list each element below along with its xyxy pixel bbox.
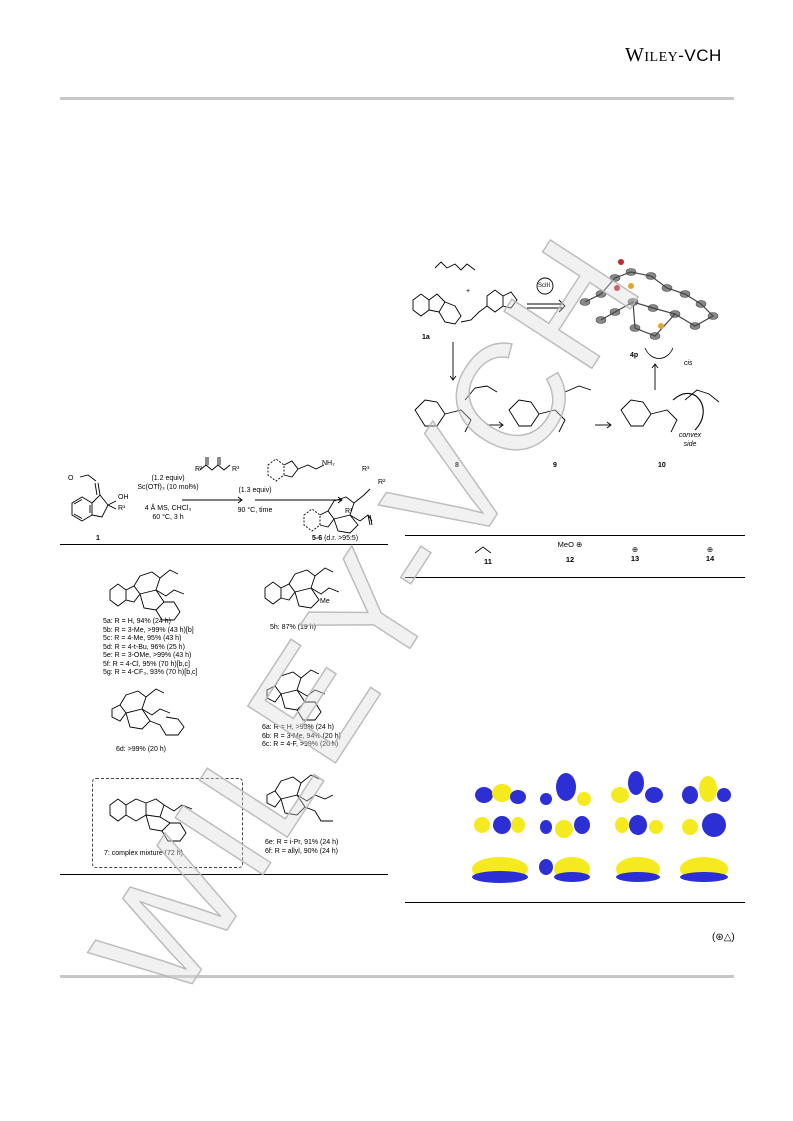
plus-sign: + (466, 288, 471, 295)
intermediate-9: 9 (553, 462, 557, 469)
entry-6d: 6d: >99% (20 h) (116, 746, 167, 753)
diketone-r3: R³ (232, 466, 240, 473)
conditions-ms: 4 Å MS, CHCl₃ (144, 505, 192, 512)
convex-side-label: convex side (678, 432, 702, 448)
xray-4p-label: 4p (630, 352, 639, 359)
entry-5c: 5c: R = 4-Me, 95% (43 h) (103, 635, 182, 642)
entry-5d: 5d: R = 4-t-Bu, 96% (25 h) (103, 643, 185, 651)
catalyst-label: Sc(OTf)₃ (10 mol%) (137, 484, 199, 491)
orbital-col-12 (539, 773, 591, 882)
reagent-1-equiv: (1.2 equiv) (151, 475, 185, 482)
compound-7-box (92, 778, 243, 868)
conditions-temp-time: 60 °C, 3 h (152, 514, 184, 521)
entry-5g: 5g: R = 4-CF₃, 93% (70 h)[b,c] (103, 669, 198, 676)
reagent-1a-label: 1a (422, 334, 430, 341)
product-compound-label: 5-6 (d.r. >95:5) (312, 535, 359, 542)
entry-6c: 6c: R = 4-F, >99% (20 h) (262, 741, 339, 748)
diketone-r2: R² (195, 466, 203, 473)
start-compound-label: 1 (96, 535, 100, 542)
entry-7: 7: complex mixture (72 h) (104, 850, 183, 857)
top-rule (60, 97, 734, 100)
entry-6f: 6f: R = allyl, 90% (24 h) (265, 847, 338, 855)
allyl-cation-icon (474, 546, 492, 554)
entry-5h: 5h: 87% (19 h) (270, 624, 316, 631)
table-col-13: ⊕ 13 (630, 545, 640, 563)
entry-6b: 6b: R = 3-Me, 94% (20 h) (262, 732, 341, 740)
entry-6a: 6a: R = H, >99% (24 h) (262, 724, 334, 731)
entry-5a: 5a: R = H, 94% (24 h) (103, 618, 171, 625)
publisher-suffix: -VCH (678, 46, 722, 65)
series-6ef-entries: 6e: R = i-Pr, 91% (24 h) 6f: R = allyl, … (265, 839, 338, 856)
orbital-col-14 (680, 776, 731, 882)
intermediate-10: 10 (658, 462, 666, 469)
orbital-col-11 (472, 784, 528, 883)
series-6-entries: 6a: R = H, >99% (24 h) 6b: R = 3-Me, 94%… (262, 724, 341, 750)
compound-7-structure (109, 798, 193, 842)
right-table-header-rule (405, 577, 745, 578)
entry-5e: 5e: R = 3-OMe, >99% (43 h) (103, 652, 192, 659)
conditions-90c: 90 °C, time (237, 507, 273, 514)
product-r3: R³ (362, 466, 370, 473)
intermediate-8: 8 (455, 462, 459, 469)
right-table-bottom-rule (405, 902, 745, 903)
product-6d-structure (111, 688, 185, 736)
bottom-rule (60, 975, 734, 978)
product-5h-structure (264, 567, 340, 609)
table-col-14: ⊕ 14 (705, 545, 715, 563)
tryptamine-nh2: NH₂ (322, 460, 335, 467)
right-table-top-rule (405, 535, 745, 537)
table-col-11: 11 (468, 545, 508, 566)
series-5-entries: 5a: R = H, 94% (24 h) 5b: R = 3-Me, >99%… (103, 618, 197, 678)
product-6ef-structure (266, 774, 334, 822)
publisher-logo: Wiley-VCH (625, 44, 722, 67)
footer-symbol: (⊛△) (712, 932, 735, 943)
oh-label: OH (118, 494, 129, 501)
orbital-visualizations (472, 771, 731, 883)
entry-5b: 5b: R = 3-Me, >99% (43 h)[b] (103, 626, 194, 634)
product-5-structure (109, 569, 185, 621)
oxime-label: O (68, 475, 74, 482)
5h-methyl-label: Me (320, 598, 330, 605)
reagent-2-equiv: (1.3 equiv) (238, 487, 272, 494)
entry-6e: 6e: R = i-Pr, 91% (24 h) (265, 839, 339, 846)
right-scheme-mechanism (412, 259, 720, 433)
entry-5f: 5f: R = 4-Cl, 95% (70 h)[b,c] (103, 660, 190, 668)
publisher-name: Wiley (625, 44, 679, 66)
left-scheme-bottom-rule (60, 874, 388, 876)
left-scheme-reaction (71, 457, 373, 534)
table-col-12: MeO ⊕ 12 (557, 540, 583, 564)
product-r2: R² (378, 479, 386, 486)
left-scheme-divider (60, 544, 388, 546)
product-r1: R¹ (345, 508, 353, 515)
orbital-col-13 (611, 771, 663, 882)
r1-label: R¹ (118, 505, 126, 512)
product-6-structure (266, 669, 326, 721)
sc-catalyst-label: ScIII (538, 283, 551, 289)
cis-label: cis (684, 360, 693, 367)
